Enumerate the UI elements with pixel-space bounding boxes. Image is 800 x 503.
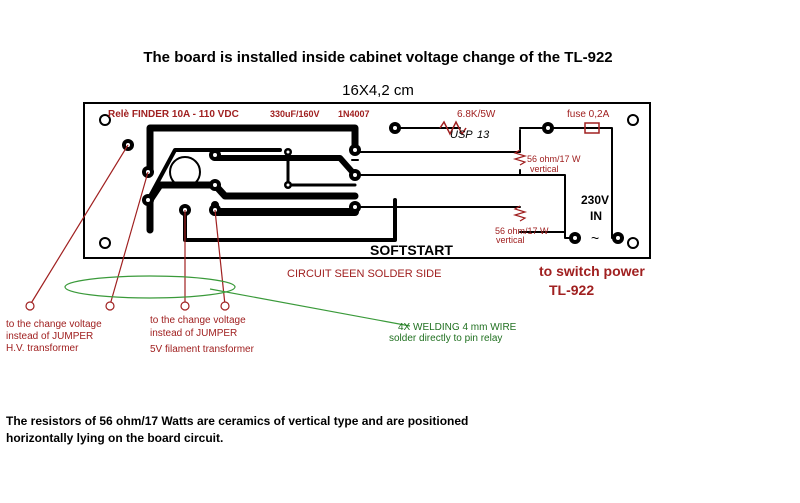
hv-note-line1: to the change voltage [6,319,102,330]
footer-line2: horizontally lying on the board circuit. [6,431,223,445]
diagram-title: The board is installed inside cabinet vo… [143,49,612,66]
switch-power-line1: to switch power [539,263,645,279]
copper-traces [146,124,613,242]
wire-end-circles [25,301,230,311]
input-voltage: 230V [581,193,609,207]
fil-note-line3: 5V filament transformer [150,344,255,355]
relay-label: Relè FINDER 10A - 110 VDC [108,109,239,120]
mounting-hole [99,114,111,126]
switch-power-line2: TL-922 [549,282,594,298]
diode-label: 1N4007 [338,109,370,119]
usp-label: USP [450,129,473,141]
hv-note-line2: instead of JUMPER [6,331,93,342]
mounting-hole [627,114,639,126]
circuit-note: CIRCUIT SEEN SOLDER SIDE [287,268,441,280]
resistor2-sub: vertical [496,235,525,245]
welding-group-ellipse [64,275,236,299]
board-dimension: 16X4,2 cm [342,82,414,99]
fil-note-line2: instead of JUMPER [150,328,237,339]
fil-note-line1: to the change voltage [150,315,246,326]
welding-leader-line [209,288,411,327]
leader-lines [29,144,226,306]
ac-symbol: ~ [591,230,599,246]
resistor-6k8-symbol [439,120,467,136]
relay-coil [169,156,201,188]
mounting-hole [627,237,639,249]
hv-note-line3: H.V. transformer [6,343,79,354]
board-outline [83,102,651,259]
fuse-symbol [584,122,600,134]
fuse-label: fuse 0,2A [567,109,610,120]
usp-number: 13 [477,129,490,141]
board-name: SOFTSTART [370,242,453,258]
resistor1-label: 56 ohm/17 W [527,154,581,164]
mounting-hole [99,237,111,249]
weld-note-line2: solder directly to pin relay [389,333,502,344]
input-label: IN [590,209,602,223]
resistor-6k8-label: 6.8K/5W [457,109,496,120]
resistor-56-symbol [512,205,528,222]
footer-line1: The resistors of 56 ohm/17 Watts are cer… [6,414,468,428]
resistor-56-symbol [512,149,528,166]
resistor2-label: 56 ohm/17 W [495,226,549,236]
weld-note-line1: 4X WELDING 4 mm WIRE [398,322,517,333]
capacitor-label: 330uF/160V [270,109,320,119]
resistor1-sub: vertical [530,164,559,174]
